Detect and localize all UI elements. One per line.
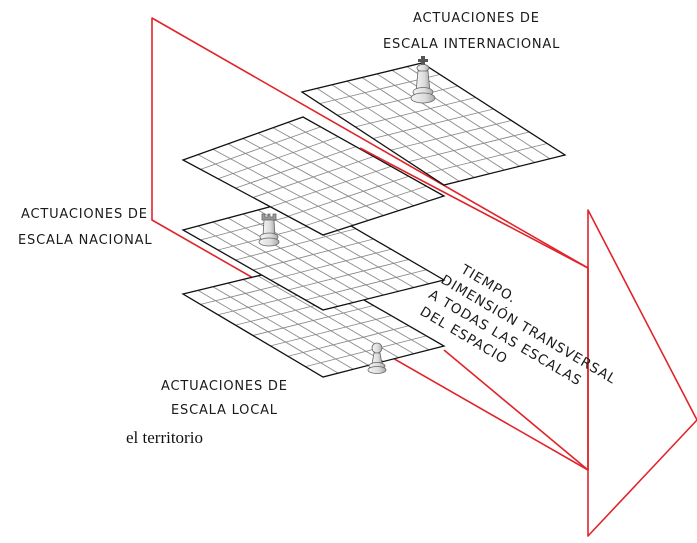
grid-line: [390, 120, 512, 151]
grid-line: [287, 175, 409, 217]
label-time: TIEMPO. DIMENSIÓN TRANSVERSAL A TODAS LA…: [417, 261, 620, 389]
time-plane-edge: [443, 349, 589, 471]
grid-line: [270, 248, 392, 281]
grid-line: [257, 132, 399, 212]
grid-line: [287, 121, 430, 202]
grid-line: [252, 238, 374, 271]
label-international-line1: ACTUACIONES DE: [413, 11, 540, 26]
rook-icon: [258, 213, 280, 247]
grid-line: [252, 156, 374, 198]
label-national-line1: ACTUACIONES DE: [21, 207, 148, 222]
board-outline: [181, 197, 446, 311]
board-outline: [300, 62, 567, 186]
grid-line: [252, 305, 374, 336]
time-plane-arrowhead: [587, 209, 697, 537]
caption-territory: el territorio: [126, 428, 203, 447]
grid-line: [270, 165, 392, 208]
grid-line: [406, 66, 551, 160]
time-plane-front: [359, 147, 589, 471]
board-outline: [181, 116, 446, 236]
grid-line: [305, 269, 427, 301]
grid-line: [305, 185, 427, 227]
label-international-line2: ESCALA INTERNACIONAL: [383, 37, 560, 52]
board-upper: [181, 116, 446, 236]
grid-line: [287, 325, 409, 357]
label-national-line2: ESCALA NACIONAL: [18, 233, 152, 248]
board-international: [300, 62, 567, 186]
grid-line: [305, 335, 427, 368]
grid-line: [408, 131, 530, 163]
grid-line: [257, 209, 399, 292]
grid-line: [372, 108, 494, 139]
grid-line: [391, 69, 535, 163]
time-plane-edge: [359, 147, 589, 269]
pawn-icon: [367, 342, 387, 374]
board-surface: [183, 117, 444, 235]
king-icon: [410, 56, 436, 104]
grid-line: [376, 73, 520, 167]
grid-line: [272, 127, 414, 207]
grid-line: [426, 143, 548, 174]
label-local-line1: ACTUACIONES DE: [161, 379, 288, 394]
label-local-line2: ESCALA LOCAL: [171, 403, 278, 418]
grid-line: [270, 315, 392, 347]
grid-line: [287, 259, 409, 291]
